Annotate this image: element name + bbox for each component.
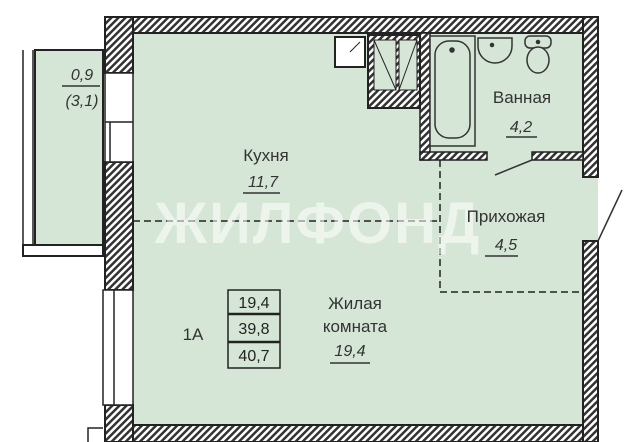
living-room-label-line2: комната	[323, 317, 388, 336]
apartment-code: 1А	[183, 325, 204, 344]
bathtub-icon	[429, 35, 476, 147]
balcony-area: 0,9	[71, 67, 93, 84]
zone-dividers	[133, 160, 583, 293]
living-room-area: 19,4	[334, 343, 365, 360]
bathroom-label: Ванная	[493, 88, 551, 107]
window-balcony-door	[104, 72, 134, 163]
total-area-with-balcony-value: 40,7	[238, 348, 269, 365]
bathroom-door-swing	[494, 159, 533, 176]
toilet-icon	[524, 35, 552, 74]
hallway-label: Прихожая	[467, 207, 546, 226]
ventilation-shaft	[334, 34, 421, 109]
kitchen-label: Кухня	[243, 146, 289, 165]
apartment-floor	[130, 30, 585, 428]
entry-door-area	[583, 177, 598, 241]
entry-door-swing	[597, 189, 623, 242]
hallway-area: 4,5	[495, 237, 517, 254]
total-area-value: 39,8	[238, 321, 269, 338]
watermark: ЖИЛФОНД	[154, 191, 482, 256]
neighbor-wall	[87, 427, 103, 442]
balcony-area-full: (3,1)	[66, 93, 99, 110]
bathroom-area: 4,2	[510, 119, 532, 136]
living-room-label-line1: Жилая	[328, 294, 382, 313]
sink-icon	[477, 37, 513, 64]
kitchen-area: 11,7	[248, 174, 279, 191]
area-table	[227, 289, 281, 369]
living-area-value: 19,4	[238, 295, 269, 312]
balcony	[22, 49, 104, 257]
window-living	[102, 289, 134, 406]
walls	[104, 16, 599, 442]
